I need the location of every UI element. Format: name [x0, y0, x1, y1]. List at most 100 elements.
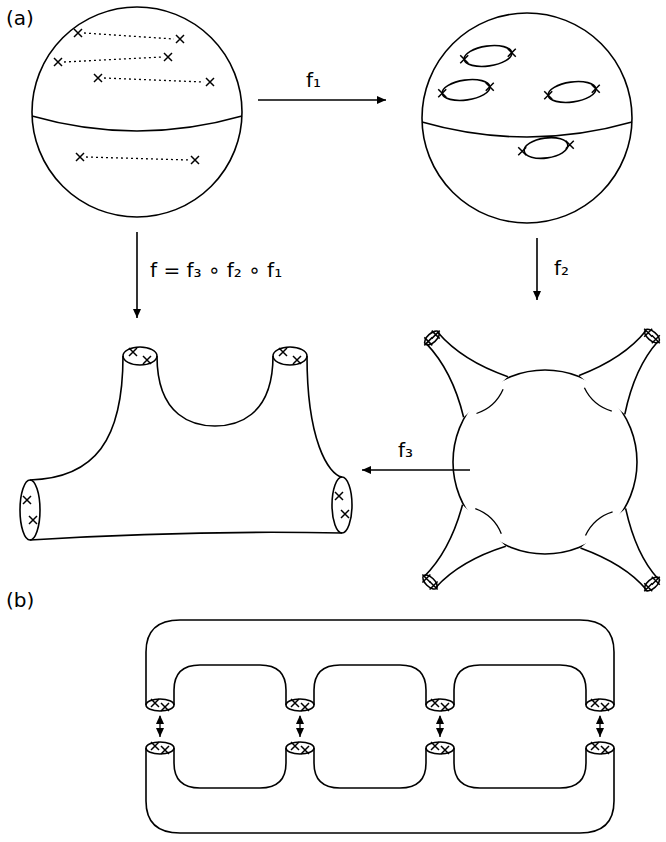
marked-point — [151, 699, 159, 707]
cut-line — [64, 57, 162, 62]
boundary-circle — [146, 742, 174, 754]
marked-point — [29, 516, 37, 524]
boundary-circle — [146, 699, 174, 711]
marked-point — [341, 510, 349, 518]
gluing-arrow — [599, 716, 600, 737]
marked-point — [424, 337, 432, 345]
marked-point — [176, 35, 184, 43]
marked-point — [652, 577, 660, 585]
marked-point — [293, 356, 301, 364]
marked-point — [566, 141, 574, 149]
marked-point — [460, 55, 468, 63]
marked-point — [301, 746, 309, 754]
boundary-circle — [20, 480, 40, 540]
tube-outline — [436, 546, 506, 587]
tube-outline — [581, 548, 647, 589]
marked-point — [143, 356, 151, 364]
surface-outline — [30, 532, 342, 540]
marked-point — [54, 58, 62, 66]
surface-outline — [30, 356, 123, 480]
marked-point — [591, 699, 599, 707]
marked-point — [76, 153, 84, 161]
boundary-circle — [426, 742, 454, 754]
marked-point — [74, 29, 82, 37]
boundary-circle — [420, 573, 439, 592]
panel-label: (b) — [6, 588, 34, 612]
marked-point — [508, 49, 516, 57]
tube-seam — [586, 512, 613, 536]
boundary-circle — [123, 347, 157, 365]
cut-line — [86, 157, 189, 160]
tube-outline — [626, 508, 658, 578]
tube-seam — [477, 389, 504, 413]
marked-point — [601, 703, 609, 711]
surface-outline — [157, 356, 273, 426]
hole-circle — [547, 79, 597, 105]
marked-point — [291, 699, 299, 707]
hole-circle — [441, 77, 491, 103]
panel-label: (a) — [6, 6, 34, 30]
marked-point — [591, 742, 599, 750]
marked-point — [644, 329, 652, 337]
hole-circle — [523, 135, 569, 161]
boundary-circle — [332, 477, 352, 533]
marked-point — [206, 78, 214, 86]
tube-seam — [584, 388, 611, 411]
hole-circle — [463, 43, 513, 69]
tube-fill — [426, 333, 508, 418]
map-label: f = f₃ ∘ f₂ ∘ f₁ — [150, 258, 282, 282]
marked-point — [601, 746, 609, 754]
marked-point — [23, 496, 31, 504]
boundary-circle — [586, 699, 614, 711]
surface-outline — [174, 748, 286, 788]
boundary-circle — [273, 347, 307, 365]
tube-outline — [426, 343, 464, 417]
surface-outline — [314, 665, 426, 705]
marked-point — [432, 331, 440, 339]
marked-point — [544, 91, 552, 99]
marked-point — [161, 703, 169, 711]
sphere-outline — [32, 7, 242, 217]
marked-point — [431, 699, 439, 707]
gluing-arrow — [159, 716, 160, 737]
marked-point — [335, 492, 343, 500]
boundary-circle — [286, 699, 314, 711]
boundary-circle — [286, 742, 314, 754]
map-arrow — [536, 238, 538, 300]
map-arrow — [258, 99, 386, 101]
marked-point — [151, 742, 159, 750]
tube-seam — [475, 509, 501, 534]
marked-point — [431, 742, 439, 750]
surface-outline — [454, 748, 586, 788]
sphere-equator — [422, 122, 632, 137]
tube-fill — [424, 505, 506, 588]
boundary-circle — [642, 327, 662, 346]
marked-point — [164, 53, 172, 61]
map-label: f₃ — [398, 438, 413, 462]
gluing-arrow — [439, 716, 440, 737]
marked-point — [94, 74, 102, 82]
tube-fill — [581, 508, 659, 589]
marked-point — [518, 147, 526, 155]
cut-line — [84, 33, 174, 39]
marked-point — [486, 83, 494, 91]
tube-outline — [438, 333, 508, 377]
boundary-circle — [586, 742, 614, 754]
surface-outline — [454, 665, 586, 705]
map-label: f₁ — [306, 68, 321, 92]
tube-fill — [579, 331, 658, 415]
map-arrow — [362, 469, 470, 471]
marked-point — [438, 89, 446, 97]
marked-point — [129, 348, 137, 356]
boundary-circle — [426, 699, 454, 711]
map-arrow — [136, 232, 138, 318]
marked-point — [301, 703, 309, 711]
surface-outline — [146, 748, 614, 833]
marked-point — [644, 583, 652, 591]
surface-outline — [314, 748, 426, 788]
marked-point — [422, 575, 430, 583]
surface-outline — [146, 620, 614, 705]
tube-outline — [625, 341, 658, 414]
marked-point — [441, 746, 449, 754]
